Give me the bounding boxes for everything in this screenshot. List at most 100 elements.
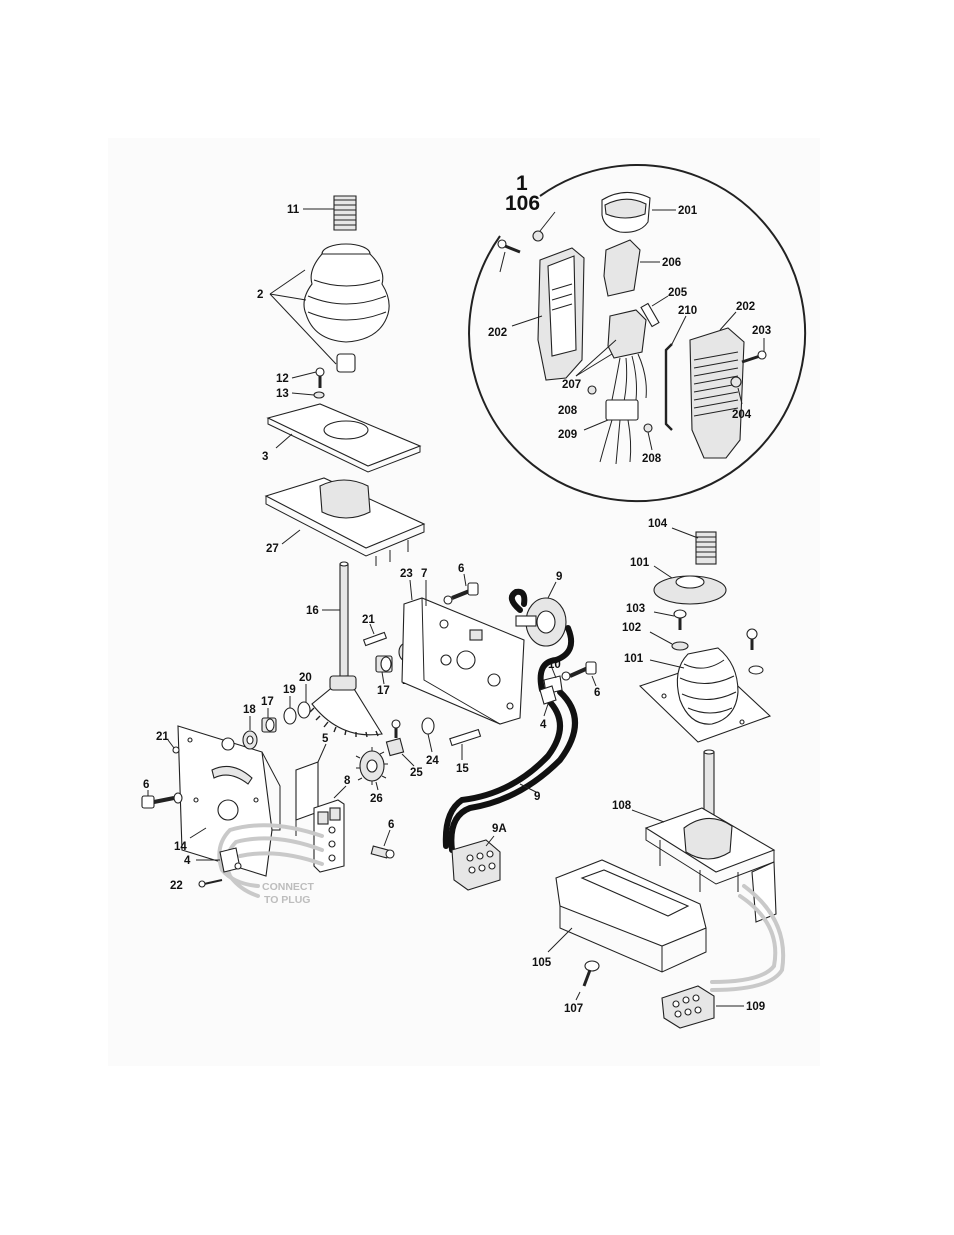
callout-205: 205: [668, 287, 688, 299]
center-plate-23: [401, 597, 525, 725]
screw-203-right: [741, 350, 767, 364]
callout-4-left: 4: [184, 855, 191, 867]
bolt-6-right: [569, 661, 597, 678]
callout-23: 23: [400, 568, 413, 580]
cap-101-top: [653, 575, 727, 605]
cover-105: [555, 859, 707, 973]
callout-210: 210: [678, 305, 697, 317]
bushing-17-mid: [375, 655, 393, 673]
pin-15: [449, 728, 482, 747]
trigger-206: [603, 239, 641, 297]
callout-9-top: 9: [556, 571, 562, 583]
switch-207: [607, 309, 647, 403]
callout-107: 107: [564, 1003, 583, 1015]
callout-1: 1: [516, 172, 528, 195]
callout-17-left: 17: [261, 696, 274, 708]
screw-203: [497, 239, 521, 254]
connector-9A: [451, 839, 501, 891]
connector-109: [661, 985, 715, 1029]
washer-20: [297, 701, 311, 719]
plate-3: [266, 403, 422, 473]
gray-cable-109: [710, 884, 786, 992]
handle-half-202-right: [689, 327, 745, 459]
callout-209: 209: [558, 429, 577, 441]
nut-204-right: [730, 376, 742, 388]
callout-6-left: 6: [143, 779, 149, 791]
plate-27: [264, 477, 426, 566]
screw-12: [315, 367, 325, 388]
cable-clamp-4-left: [219, 847, 242, 873]
callout-12: 12: [276, 373, 289, 385]
callout-106: 106: [505, 192, 540, 215]
callout-6-right: 6: [594, 687, 600, 699]
boot-101-lower: [638, 647, 772, 743]
pin-21-mid: [362, 631, 388, 647]
callout-101-top: 101: [630, 557, 650, 569]
callout-19: 19: [283, 684, 296, 696]
callout-208-a: 208: [558, 405, 578, 417]
callout-109: 109: [746, 1001, 765, 1013]
callout-2: 2: [257, 289, 263, 301]
callout-10: 10: [548, 659, 561, 671]
callout-202-left: 202: [488, 327, 507, 339]
callout-20: 20: [299, 672, 312, 684]
washer-24: [421, 717, 435, 735]
connect-to-plug-note-line2: TO PLUG: [264, 894, 310, 906]
screw-25: [385, 719, 405, 757]
screw-103: [673, 609, 687, 630]
callout-201: 201: [678, 205, 698, 217]
cable-clamp-4-center: [539, 685, 557, 705]
callout-6-center: 6: [458, 563, 464, 575]
nut-208-a: [587, 385, 597, 395]
nut-204: [532, 230, 544, 242]
callout-207: 207: [562, 379, 581, 391]
callout-103: 103: [626, 603, 645, 615]
knob-201: [601, 191, 651, 233]
callout-202-right: 202: [736, 301, 755, 313]
callout-3: 3: [262, 451, 268, 463]
boot-2: [303, 243, 390, 373]
callout-21-left: 21: [156, 731, 169, 743]
handle-half-202-left: [537, 247, 585, 381]
callout-108: 108: [612, 800, 632, 812]
callout-204-right: 204: [732, 409, 752, 421]
bushing-17-left: [261, 717, 277, 733]
callout-9A: 9A: [492, 823, 507, 835]
callout-7: 7: [421, 568, 427, 580]
spring-104: [695, 531, 717, 565]
washer-102: [671, 641, 689, 651]
callout-105: 105: [532, 957, 552, 969]
terminal-block-8: [313, 799, 345, 873]
callout-101-lower: 101: [624, 653, 644, 665]
screw-6-lower: [370, 845, 395, 859]
bushing-18-left: [242, 730, 258, 750]
callout-9-lower: 9: [534, 791, 540, 803]
bracket-210: [664, 343, 673, 431]
callout-206: 206: [662, 257, 681, 269]
callout-15: 15: [456, 763, 469, 775]
callout-102: 102: [622, 622, 641, 634]
connect-to-plug-note-line1: CONNECT: [262, 881, 315, 893]
spring-11: [333, 195, 357, 231]
callout-14: 14: [174, 841, 187, 853]
gear-sector: [309, 675, 383, 738]
callout-17-mid: 17: [377, 685, 390, 697]
callout-16: 16: [306, 605, 319, 617]
grommet-209: [599, 399, 639, 465]
callout-18-left: 18: [243, 704, 256, 716]
screw-washer-right: [746, 628, 764, 675]
shaft-16: [339, 561, 349, 677]
callout-5: 5: [322, 733, 329, 745]
screw-22: [198, 879, 223, 888]
callout-8: 8: [344, 775, 351, 787]
callout-22: 22: [170, 880, 183, 892]
screw-107: [582, 960, 600, 987]
bolt-6-left: [141, 792, 183, 809]
callout-21-mid: 21: [362, 614, 375, 626]
nut-208-b: [643, 423, 653, 433]
callout-24: 24: [426, 755, 439, 767]
gear-26: [355, 747, 388, 785]
callout-203-right: 203: [752, 325, 771, 337]
